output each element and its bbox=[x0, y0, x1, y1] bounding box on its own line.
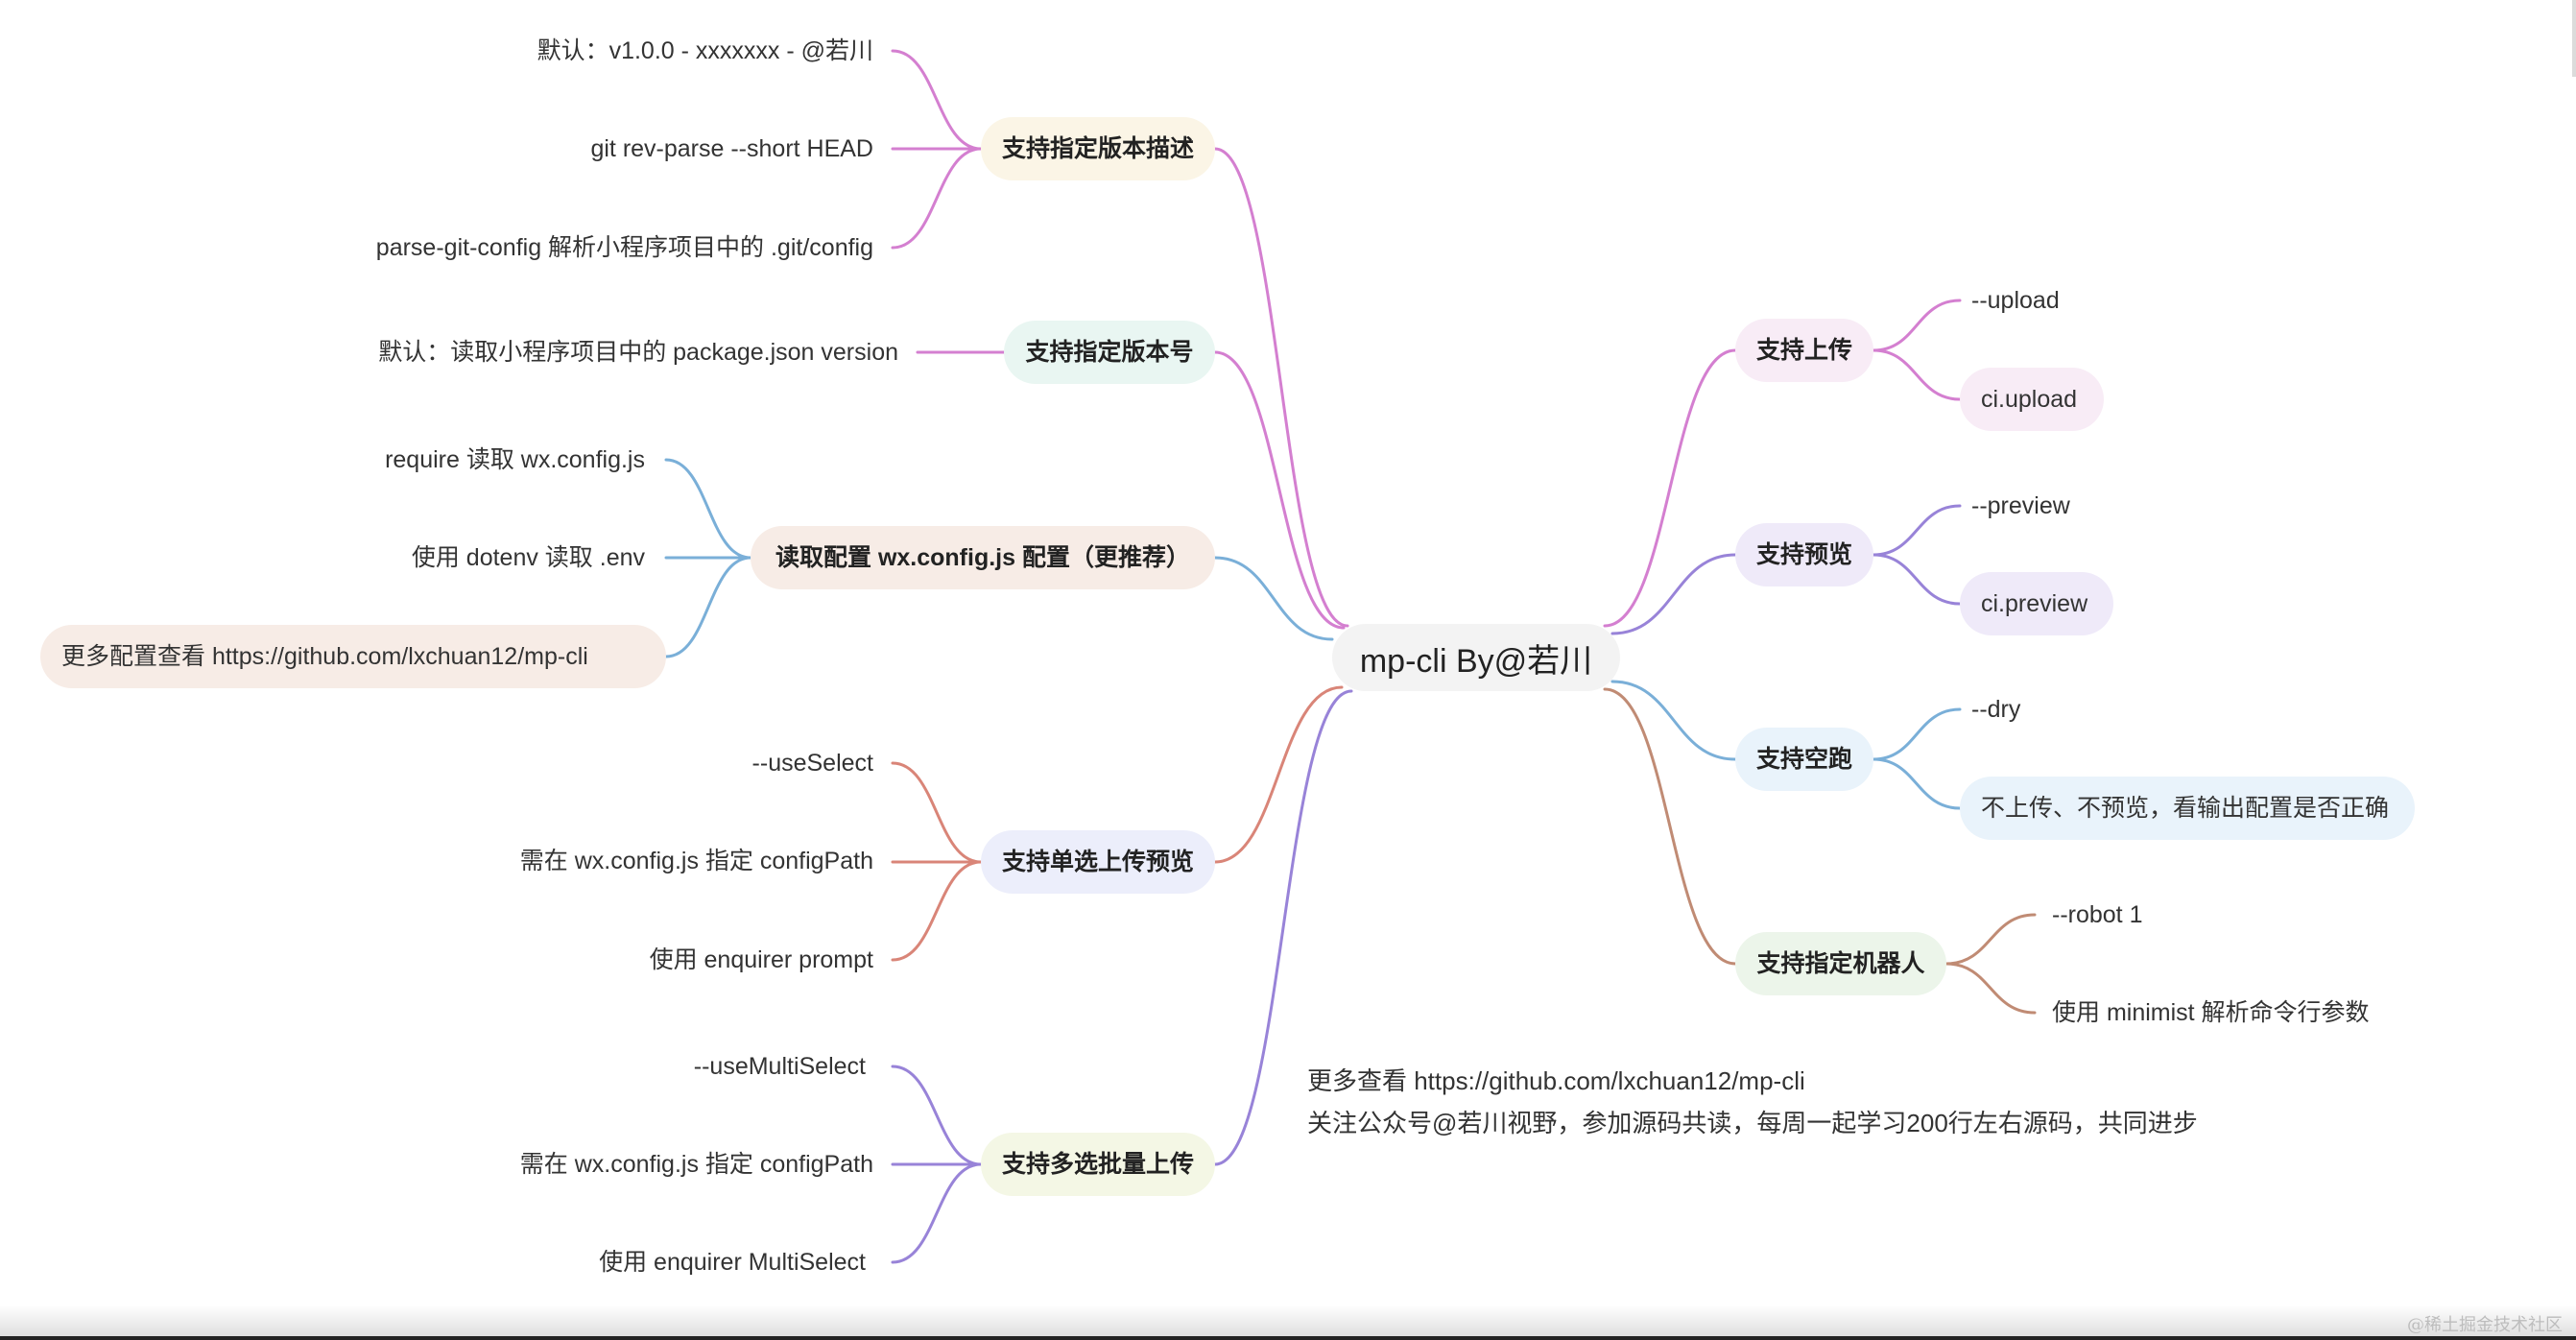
leaf-multi-config-path[interactable]: 需在 wx.config.js 指定 configPath bbox=[519, 1150, 873, 1178]
leaf-single-use-select[interactable]: --useSelect bbox=[751, 749, 873, 777]
leaf-version-no-default[interactable]: 默认：读取小程序项目中的 package.json version bbox=[378, 338, 898, 366]
link-dry-0 bbox=[1872, 707, 1962, 761]
link-root-version-no bbox=[1213, 350, 1346, 630]
link-root-multi bbox=[1213, 689, 1353, 1166]
link-root-robot bbox=[1603, 687, 1737, 966]
link-mt-0 bbox=[891, 1065, 983, 1166]
leaf-upload-flag[interactable]: --upload bbox=[1971, 286, 2060, 314]
link-rb-0 bbox=[1944, 913, 2037, 966]
link-pv-1 bbox=[1872, 553, 1962, 606]
footer-border bbox=[0, 1336, 2576, 1340]
window-edge bbox=[2572, 0, 2576, 77]
link-up-0 bbox=[1872, 299, 1962, 352]
leaf-dry-flag[interactable]: --dry bbox=[1971, 695, 2021, 723]
leaf-version-desc-git-rev[interactable]: git rev-parse --short HEAD bbox=[590, 134, 873, 162]
leaf-robot-flag[interactable]: --robot 1 bbox=[2052, 900, 2143, 928]
branch-version-no[interactable]: 支持指定版本号 bbox=[1004, 321, 1215, 384]
link-cfg-2 bbox=[664, 556, 752, 658]
link-up-1 bbox=[1872, 348, 1962, 401]
leaf-upload-ci[interactable]: ci.upload bbox=[1960, 368, 2104, 431]
link-root-single bbox=[1213, 685, 1344, 864]
leaf-single-config-path[interactable]: 需在 wx.config.js 指定 configPath bbox=[519, 847, 873, 874]
branch-multi-select[interactable]: 支持多选批量上传 bbox=[981, 1133, 1215, 1196]
link-sg-2 bbox=[891, 860, 983, 962]
link-rb-1 bbox=[1944, 962, 2037, 1015]
leaf-multi-use-multi-select[interactable]: --useMultiSelect bbox=[693, 1052, 866, 1080]
note-more-link: 更多查看 https://github.com/lxchuan12/mp-cli bbox=[1307, 1066, 1805, 1095]
leaf-config-dotenv[interactable]: 使用 dotenv 读取 .env bbox=[411, 543, 645, 571]
footer-shadow bbox=[0, 1305, 2576, 1340]
root-node[interactable]: mp-cli By@若川 bbox=[1332, 624, 1620, 691]
branch-robot[interactable]: 支持指定机器人 bbox=[1735, 932, 1946, 995]
link-mt-2 bbox=[891, 1162, 983, 1264]
link-vd-2 bbox=[891, 147, 983, 250]
leaf-preview-ci[interactable]: ci.preview bbox=[1960, 572, 2113, 635]
leaf-single-enquirer[interactable]: 使用 enquirer prompt bbox=[649, 945, 873, 973]
link-dry-1 bbox=[1872, 757, 1962, 810]
branch-preview[interactable]: 支持预览 bbox=[1735, 523, 1873, 586]
leaf-multi-enquirer[interactable]: 使用 enquirer MultiSelect bbox=[599, 1248, 866, 1276]
branch-version-desc[interactable]: 支持指定版本描述 bbox=[981, 117, 1215, 180]
link-root-version-desc bbox=[1213, 147, 1349, 628]
link-root-config bbox=[1213, 556, 1334, 641]
leaf-version-desc-default[interactable]: 默认：v1.0.0 - xxxxxxx - @若川 bbox=[537, 36, 873, 64]
link-root-preview bbox=[1610, 553, 1737, 635]
watermark: @稀土掘金技术社区 bbox=[2407, 1315, 2563, 1335]
leaf-robot-minimist[interactable]: 使用 minimist 解析命令行参数 bbox=[2052, 998, 2370, 1026]
leaf-dry-desc[interactable]: 不上传、不预览，看输出配置是否正确 bbox=[1960, 777, 2415, 840]
link-root-upload bbox=[1603, 348, 1737, 628]
leaf-version-desc-parse-git[interactable]: parse-git-config 解析小程序项目中的 .git/config bbox=[375, 233, 873, 261]
leaf-config-require[interactable]: require 读取 wx.config.js bbox=[385, 445, 645, 473]
leaf-config-more[interactable]: 更多配置查看 https://github.com/lxchuan12/mp-c… bbox=[40, 625, 666, 688]
leaf-preview-flag[interactable]: --preview bbox=[1971, 491, 2070, 519]
branch-config[interactable]: 读取配置 wx.config.js 配置（更推荐） bbox=[751, 526, 1215, 589]
note-follow: 关注公众号@若川视野，参加源码共读，每周一起学习200行左右源码，共同进步 bbox=[1307, 1109, 2198, 1137]
link-root-dry bbox=[1610, 680, 1737, 761]
branch-upload[interactable]: 支持上传 bbox=[1735, 319, 1873, 382]
branch-single-select[interactable]: 支持单选上传预览 bbox=[981, 830, 1215, 894]
link-sg-0 bbox=[891, 761, 983, 864]
link-cfg-0 bbox=[664, 458, 752, 560]
branch-dry-run[interactable]: 支持空跑 bbox=[1735, 728, 1873, 791]
link-pv-0 bbox=[1872, 504, 1962, 557]
link-vd-0 bbox=[891, 49, 983, 151]
